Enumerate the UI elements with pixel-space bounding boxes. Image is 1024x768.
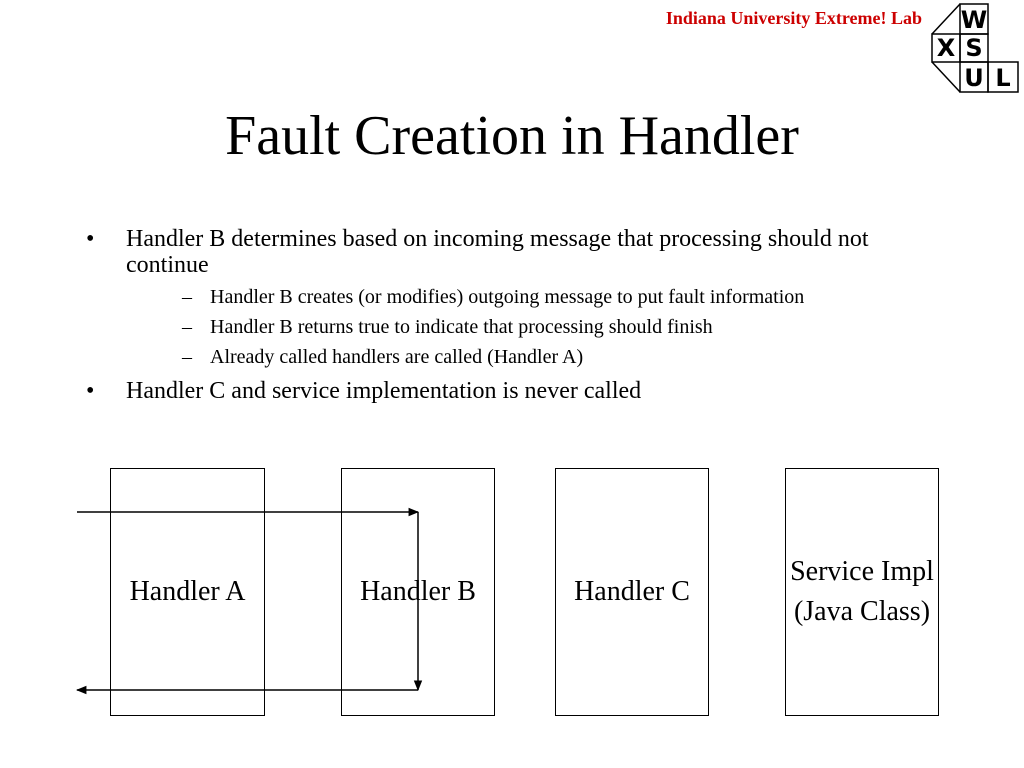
sub-bullet-item: – Handler B creates (or modifies) outgoi… bbox=[126, 282, 946, 312]
bullet-item: • Handler B determines based on incoming… bbox=[86, 226, 946, 372]
sub-bullet-item: – Already called handlers are called (Ha… bbox=[126, 342, 946, 372]
bullet-dot-icon: • bbox=[86, 378, 95, 404]
dash-icon: – bbox=[182, 346, 192, 368]
lab-name: Indiana University Extreme! Lab bbox=[665, 8, 922, 28]
handler-b-label: Handler B bbox=[360, 576, 476, 607]
sub-bullet-item: – Handler B returns true to indicate tha… bbox=[126, 312, 946, 342]
logo-letter-l: L bbox=[995, 64, 1010, 92]
logo-letter-s: S bbox=[965, 34, 982, 62]
sub-bullet-text: Handler B returns true to indicate that … bbox=[210, 316, 713, 338]
service-impl-label: Service Impl (Java Class) bbox=[790, 556, 934, 627]
service-impl-box: Service Impl (Java Class) bbox=[785, 468, 939, 716]
bullet-list: • Handler B determines based on incoming… bbox=[86, 226, 946, 408]
sub-bullet-text: Already called handlers are called (Hand… bbox=[210, 346, 584, 368]
logo-letter-x: X bbox=[937, 34, 956, 62]
bullet-item: • Handler C and service implementation i… bbox=[86, 378, 946, 404]
handler-c-box: Handler C bbox=[555, 468, 709, 716]
slide-title: Fault Creation in Handler bbox=[225, 105, 799, 167]
dash-icon: – bbox=[182, 316, 192, 338]
sub-bullet-list: – Handler B creates (or modifies) outgoi… bbox=[126, 282, 946, 372]
handler-c-label: Handler C bbox=[574, 576, 690, 607]
bullet-text: Handler C and service implementation is … bbox=[126, 378, 642, 404]
dash-icon: – bbox=[182, 286, 192, 308]
bullet-text: Handler B determines based on incoming m… bbox=[126, 226, 869, 278]
logo-letter-u: U bbox=[964, 64, 984, 92]
sub-bullet-text: Handler B creates (or modifies) outgoing… bbox=[210, 286, 805, 308]
handler-a-box: Handler A bbox=[110, 468, 265, 716]
handler-a-label: Handler A bbox=[129, 576, 246, 607]
logo-letter-w: W bbox=[961, 6, 987, 34]
bullet-dot-icon: • bbox=[86, 226, 95, 252]
wxsul-logo-icon: W X S U L bbox=[931, 3, 1019, 93]
handler-b-box: Handler B bbox=[341, 468, 495, 716]
